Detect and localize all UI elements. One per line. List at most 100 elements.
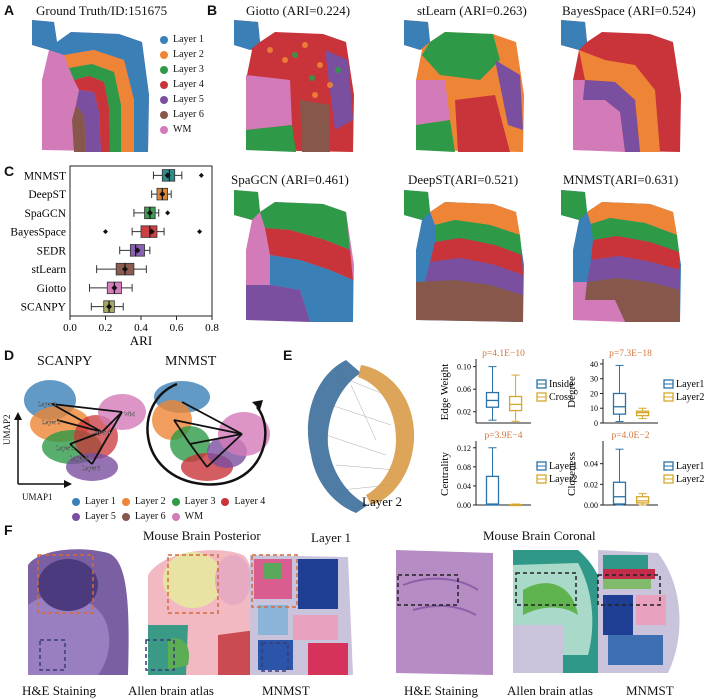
box-mean [146, 209, 153, 216]
legend-item: Layer 6 [160, 107, 204, 122]
legend-item: Layer 4 [221, 494, 265, 509]
coronal-allen-atlas [513, 550, 610, 673]
y-tick-label: 10 [590, 404, 598, 413]
y-tick-label: 0 [594, 419, 598, 428]
legend-label: Layer 6 [173, 109, 204, 120]
x-tick-label: 0.6 [170, 322, 184, 334]
y-axis-label: Degree [566, 376, 578, 408]
legend-item: Layer 6 [121, 509, 166, 524]
y-tick-label: 0.06 [457, 385, 471, 394]
legend-label: Layer2 [676, 392, 704, 403]
posterior-he-image [28, 549, 129, 675]
posterior-mnmst-map [250, 554, 353, 675]
box-mean [164, 172, 171, 179]
y-axis-label: Edge Weight [439, 364, 451, 421]
method-label: SCANPY [21, 302, 67, 314]
giotto-tissue-map [234, 20, 354, 152]
y-tick-label: 0.00 [584, 501, 598, 510]
y-tick-label: 0.08 [457, 463, 471, 472]
panel-label-d: D [4, 347, 15, 363]
box-outlier [198, 172, 204, 178]
box-mean [106, 303, 113, 310]
legend-swatch [160, 65, 168, 74]
legend-label: WM [184, 511, 203, 522]
box [612, 392, 627, 415]
x-tick-label: 0.0 [63, 322, 77, 334]
legend-swatch [72, 512, 80, 521]
method-label: stLearn [32, 264, 67, 276]
legend-label: Layer 5 [85, 511, 116, 522]
f-caption-allen-coronal: Allen brain atlas [507, 683, 593, 698]
f-caption-he-coronal: H&E Staining [404, 683, 479, 698]
legend-swatch [160, 35, 168, 44]
legend-item: Layer 5 [72, 509, 116, 524]
legend-item: Layer 2 [160, 47, 204, 62]
legend-item: Layer 5 [160, 92, 204, 107]
umap2-label: UMAP2 [2, 414, 12, 445]
y-tick-label: 20 [590, 389, 598, 398]
legend-label: Layer2 [549, 474, 577, 485]
box-outlier [197, 229, 203, 235]
legend-label: Layer 1 [85, 496, 116, 507]
legend-label: Layer 4 [234, 496, 266, 507]
legend-swatch [72, 497, 80, 506]
mouse-brain-images [28, 549, 680, 675]
node-label: WM [124, 412, 136, 418]
method-label: Giotto [37, 283, 67, 295]
deepst-tissue-map [404, 190, 524, 322]
y-tick-label: 0.04 [457, 482, 471, 491]
legend-swatch [160, 125, 168, 134]
x-tick-label: 0.8 [205, 322, 219, 334]
box-outlier [103, 229, 108, 235]
panel-label-e: E [283, 347, 293, 363]
x-axis-label: ARI [130, 333, 152, 345]
method-label: BayesSpace [10, 227, 66, 239]
panel-d-title-scanpy: SCANPY [37, 354, 93, 369]
node-label: Layer 2 [42, 420, 61, 426]
legend-item: Layer 2 [121, 494, 166, 509]
legend-label: Layer 2 [173, 49, 204, 60]
panel-b-title-stlearn: stLearn (ARI=0.263) [417, 3, 527, 18]
legend-swatch [160, 95, 168, 104]
legend-swatch [221, 497, 230, 506]
coronal-he-image [396, 550, 493, 675]
y-tick-label: 0.10 [457, 363, 471, 372]
legend-label: Layer1 [676, 379, 704, 390]
box-mean [111, 284, 118, 291]
legend-label: Layer 2 [134, 496, 166, 507]
mnmst-tissue-map [561, 190, 681, 322]
stat-boxplot: 0.000.020.04Closenessp=4.0E−2Layer1Layer… [566, 431, 704, 510]
p-value: p=4.1E−10 [482, 349, 525, 359]
f-caption-mnmst-posterior: MNMST [262, 683, 310, 698]
box [485, 475, 500, 506]
node-label: Layer 5 [82, 466, 101, 472]
legend-label: Layer 5 [173, 94, 204, 105]
legend-item: Layer 4 [160, 77, 204, 92]
node-label: Layer 1 [38, 402, 57, 408]
legend-item: Layer 3 [160, 62, 204, 77]
legend-swatch [160, 50, 168, 59]
y-tick-label: 0.02 [457, 408, 471, 417]
legend-label: Layer2 [676, 474, 704, 485]
legend-swatch [171, 497, 180, 506]
legend-label: Layer 6 [134, 511, 166, 522]
box [635, 496, 650, 504]
panel-b-title-bayesspace: BayesSpace (ARI=0.524) [562, 3, 696, 18]
ground-truth-tissue-map [32, 20, 149, 152]
x-tick-label: 0.4 [134, 322, 148, 334]
f-title-coronal: Mouse Brain Coronal [483, 528, 596, 543]
node-label: Layer 4 [92, 430, 111, 436]
legend-swatch [160, 110, 168, 119]
legend-swatch [160, 80, 168, 89]
legend-swatch [121, 497, 130, 506]
legend-item: Layer 1 [72, 494, 116, 509]
method-label: DeepST [28, 189, 66, 201]
y-tick-label: 0.04 [584, 460, 598, 469]
panel-d-legend: Layer 1 Layer 2 Layer 3 Layer 4 Layer 5 … [72, 494, 282, 524]
node-label: Layer 3 [56, 446, 75, 452]
legend-label: Layer1 [549, 461, 577, 472]
node-label: Layer 6 [70, 456, 89, 462]
panel-label-c: C [4, 163, 15, 179]
